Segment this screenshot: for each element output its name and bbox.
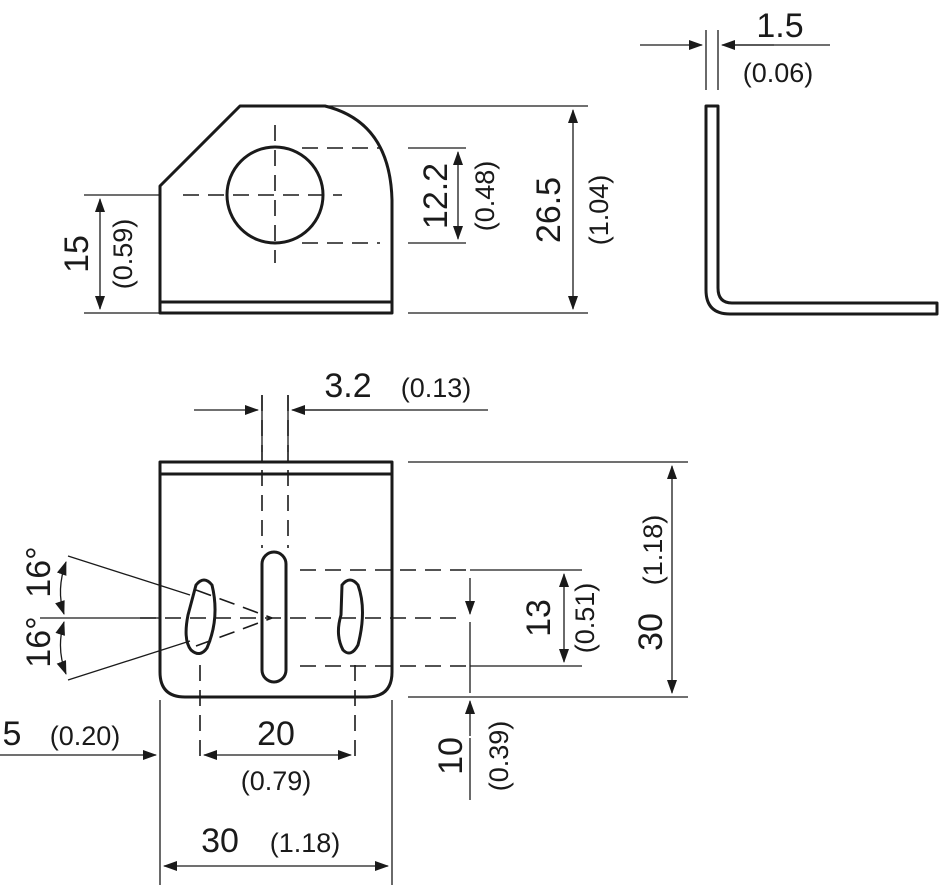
dim-edge-offset-inch: (0.20) (50, 721, 121, 751)
dim-base-width: 30 (1.18) (163, 700, 393, 885)
dim-slot-offset-v-mm: 10 (432, 737, 470, 775)
dim-edge-offset-mm: 5 (3, 715, 22, 753)
dim-base-width-mm: 30 (201, 822, 239, 860)
dim-slot-spacing-h-mm: 20 (257, 715, 295, 753)
dim-base-depth: 30 (1.18) (408, 461, 688, 698)
dim-slot-offset-v: 10 (0.39) (432, 578, 514, 800)
left-curved-slot (184, 578, 217, 655)
angle-upper-label: 16° (20, 546, 58, 597)
dim-front-height-inch: (1.04) (584, 175, 614, 246)
side-view (704, 104, 939, 316)
dim-slot-spacing-v-mm: 13 (520, 599, 558, 637)
angle-lower-label: 16° (20, 616, 58, 667)
dim-slot-offset-v-inch: (0.39) (484, 721, 514, 792)
dim-hole-diameter-mm: 12.2 (417, 163, 455, 229)
dim-slot-spacing-v: 13 (0.51) (470, 569, 600, 667)
side-view-profile (704, 104, 939, 316)
dim-edge-offset: 5 (0.20) (0, 700, 161, 885)
dim-hole-diameter-inch: (0.48) (470, 161, 500, 232)
top-view-outline (158, 460, 394, 699)
dim-front-height-mm: 26.5 (530, 177, 568, 243)
dim-thickness-inch: (0.06) (743, 58, 814, 88)
dim-slot-spacing-v-inch: (0.51) (570, 583, 600, 654)
dim-slot-width-mm: 3.2 (324, 367, 371, 405)
center-slot (260, 550, 288, 684)
dim-hole-height-mm: 15 (58, 235, 96, 273)
angle-line-upper (195, 589, 273, 619)
dim-slot-spacing-h-inch: (0.79) (241, 766, 312, 796)
dim-slot-width: 3.2 (0.13) (194, 367, 488, 452)
front-view (158, 104, 394, 315)
angle-line-lower (195, 617, 273, 647)
dim-thickness: 1.5 (0.06) (640, 7, 830, 90)
dim-base-width-inch: (1.18) (270, 828, 341, 858)
dim-base-depth-inch: (1.18) (638, 515, 668, 586)
dim-slot-spacing-h: 20 (0.79) (203, 715, 352, 796)
dim-hole-diameter: 12.2 (0.48) (408, 147, 500, 244)
right-curved-slot (336, 578, 364, 655)
front-view-outline (158, 104, 394, 315)
dim-angles: 16° 16° (20, 546, 191, 681)
dim-front-height: 26.5 (1.04) (322, 105, 614, 314)
dim-hole-height: 15 (0.59) (58, 194, 160, 314)
top-view (140, 395, 470, 760)
dim-base-depth-mm: 30 (632, 613, 670, 651)
dim-hole-height-inch: (0.59) (108, 219, 138, 290)
dim-thickness-mm: 1.5 (756, 7, 803, 45)
dim-slot-width-inch: (0.13) (401, 373, 472, 403)
